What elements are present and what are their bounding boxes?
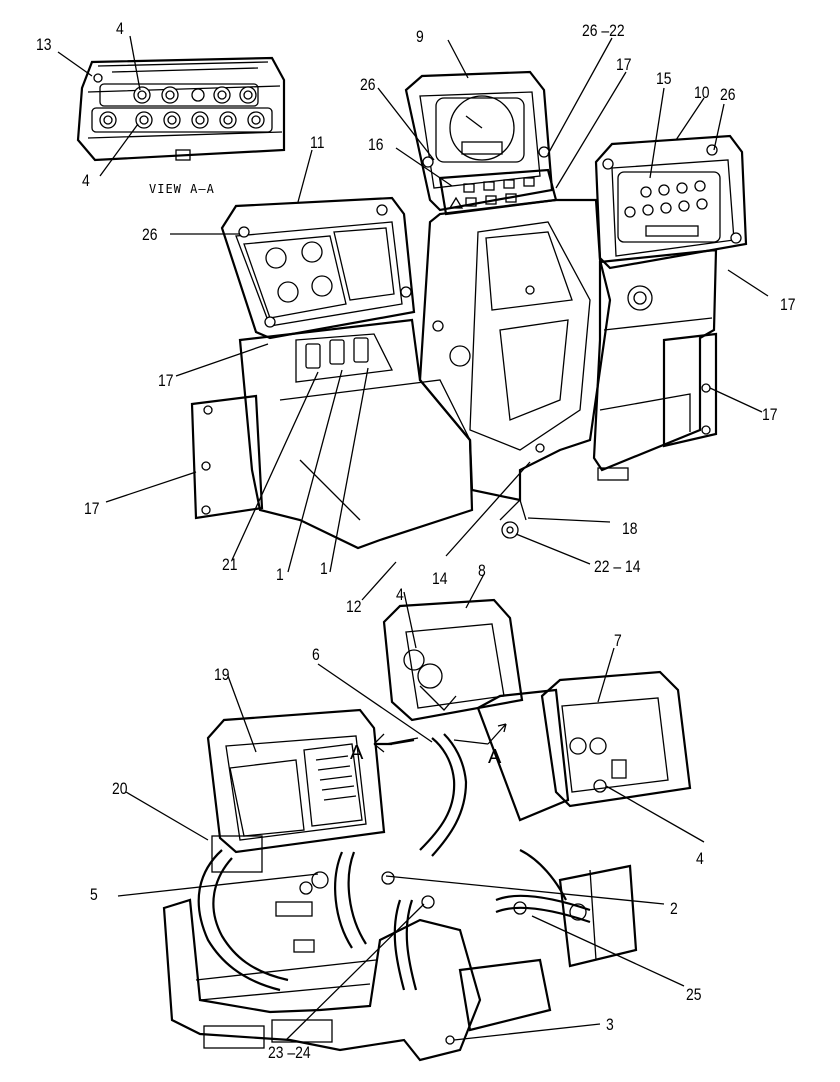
callout-10: 10 — [694, 83, 710, 102]
callout-21: 21 — [222, 555, 238, 574]
callout-12: 12 — [346, 597, 362, 616]
callout-26-22: 26 –22 — [582, 21, 625, 40]
callout-17-top: 17 — [616, 55, 632, 74]
callout-19: 19 — [214, 665, 230, 684]
callout-18: 18 — [622, 519, 638, 538]
upper-console-assembly — [105, 37, 769, 601]
callout-26-right: 26 — [720, 85, 736, 104]
callout-14: 14 — [432, 569, 448, 588]
callout-17-right-upper: 17 — [780, 295, 796, 314]
callout-11: 11 — [310, 133, 325, 152]
callout-15: 15 — [656, 69, 672, 88]
callout-4-lower-right: 4 — [696, 849, 704, 868]
callout-17-far-left: 17 — [84, 499, 100, 518]
view-a-a-inset — [57, 35, 286, 177]
callout-26-left-of-9: 26 — [360, 75, 376, 94]
callout-9: 9 — [416, 27, 424, 46]
callout-25: 25 — [686, 985, 702, 1004]
callout-3: 3 — [606, 1015, 614, 1034]
callout-23-24: 23 –24 — [268, 1043, 311, 1062]
callout-20: 20 — [112, 779, 128, 798]
callout-6: 6 — [312, 645, 320, 664]
callout-1-b: 1 — [320, 559, 328, 578]
callout-2: 2 — [670, 899, 678, 918]
callout-4-upper-lower: 4 — [396, 585, 404, 604]
callout-4-top: 4 — [116, 19, 124, 38]
callout-1-a: 1 — [276, 565, 284, 584]
callout-17-right-lower: 17 — [762, 405, 778, 424]
section-mark-a-right: A — [488, 746, 502, 768]
callout-8: 8 — [478, 561, 486, 580]
callout-16: 16 — [368, 135, 384, 154]
callout-13: 13 — [36, 35, 52, 54]
callout-17-left: 17 — [158, 371, 174, 390]
callout-5: 5 — [90, 885, 98, 904]
callout-4-bottom: 4 — [82, 171, 90, 190]
lower-console-assembly — [117, 573, 705, 1062]
callout-7: 7 — [614, 631, 622, 650]
callout-22-14: 22 – 14 — [594, 557, 641, 576]
section-mark-a-left: A — [350, 742, 364, 764]
callout-26-left: 26 — [142, 225, 158, 244]
view-a-a-caption: VIEW A–A — [149, 182, 215, 196]
